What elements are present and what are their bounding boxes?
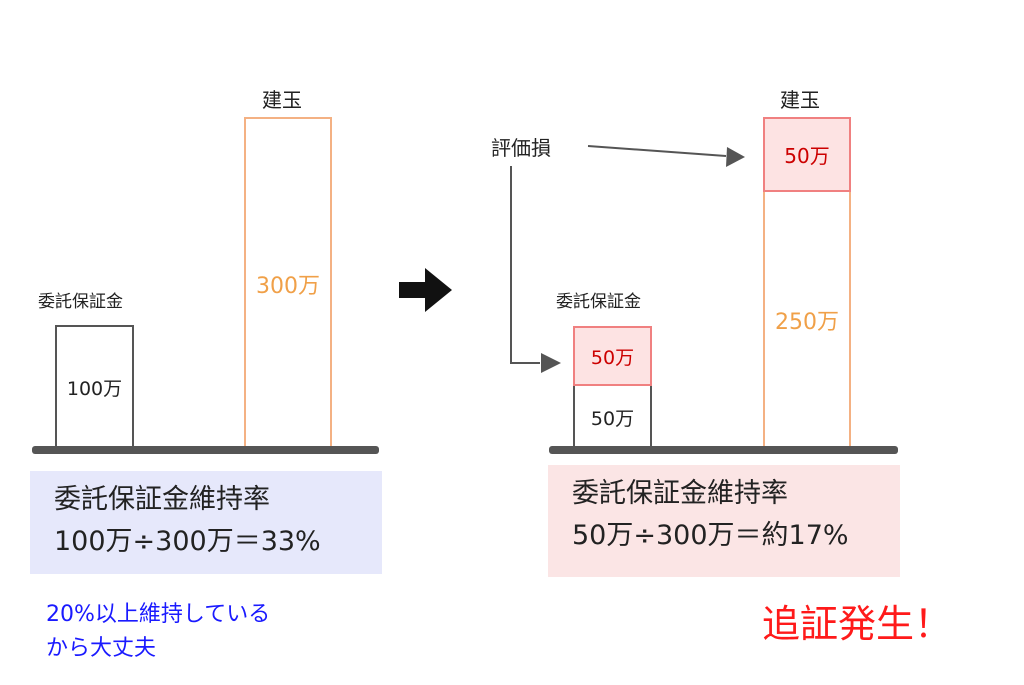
- after-margin-remaining-bar: 50万: [573, 386, 652, 450]
- before-formula-calc: 100万÷300万＝33%: [54, 526, 321, 557]
- before-baseline: [32, 446, 379, 454]
- after-loss-label: 評価損: [491, 136, 551, 160]
- after-margin-loss-value: 50万: [590, 346, 635, 369]
- after-formula-calc: 50万÷300万＝約17%: [572, 515, 900, 557]
- after-margin-remaining-value: 50万: [590, 407, 635, 430]
- after-position-remaining-value: 250万: [775, 310, 839, 335]
- before-margin-value: 100万: [66, 378, 123, 400]
- after-position-label: 建玉: [780, 88, 820, 112]
- loss-arrow-margin-line: [510, 166, 540, 364]
- after-margin-label: 委託保証金: [556, 292, 641, 312]
- after-formula-box: 委託保証金維持率 50万÷300万＝約17%: [548, 465, 900, 577]
- before-position-label: 建玉: [262, 88, 302, 112]
- after-position-loss-value: 50万: [784, 144, 830, 168]
- before-margin-label: 委託保証金: [38, 292, 123, 312]
- after-result: 追証発生！: [762, 602, 953, 646]
- before-position-value: 300万: [256, 273, 320, 299]
- before-formula-box: 委託保証金維持率 100万÷300万＝33%: [30, 471, 382, 574]
- loss-arrow-position-line: [587, 145, 727, 157]
- after-position-loss-box: 50万: [763, 117, 851, 192]
- after-formula-calc-approx: 約17%: [761, 520, 849, 551]
- after-margin-loss-box: 50万: [573, 326, 652, 386]
- before-formula-title: 委託保証金維持率: [54, 484, 270, 515]
- after-position-remaining-bar: 250万: [763, 190, 851, 450]
- after-formula-title: 委託保証金維持率: [572, 478, 788, 509]
- after-formula-calc-prefix: 50万÷300万＝: [572, 520, 762, 551]
- before-note-line1: 20%以上維持している: [46, 602, 271, 627]
- after-baseline: [549, 446, 898, 454]
- before-note: 20%以上維持している から大丈夫: [46, 598, 270, 666]
- transition-arrow-icon: [399, 268, 452, 312]
- loss-arrow-margin-icon: [541, 353, 561, 373]
- before-note-line2: から大丈夫: [46, 636, 157, 661]
- loss-arrow-position-icon: [726, 147, 745, 167]
